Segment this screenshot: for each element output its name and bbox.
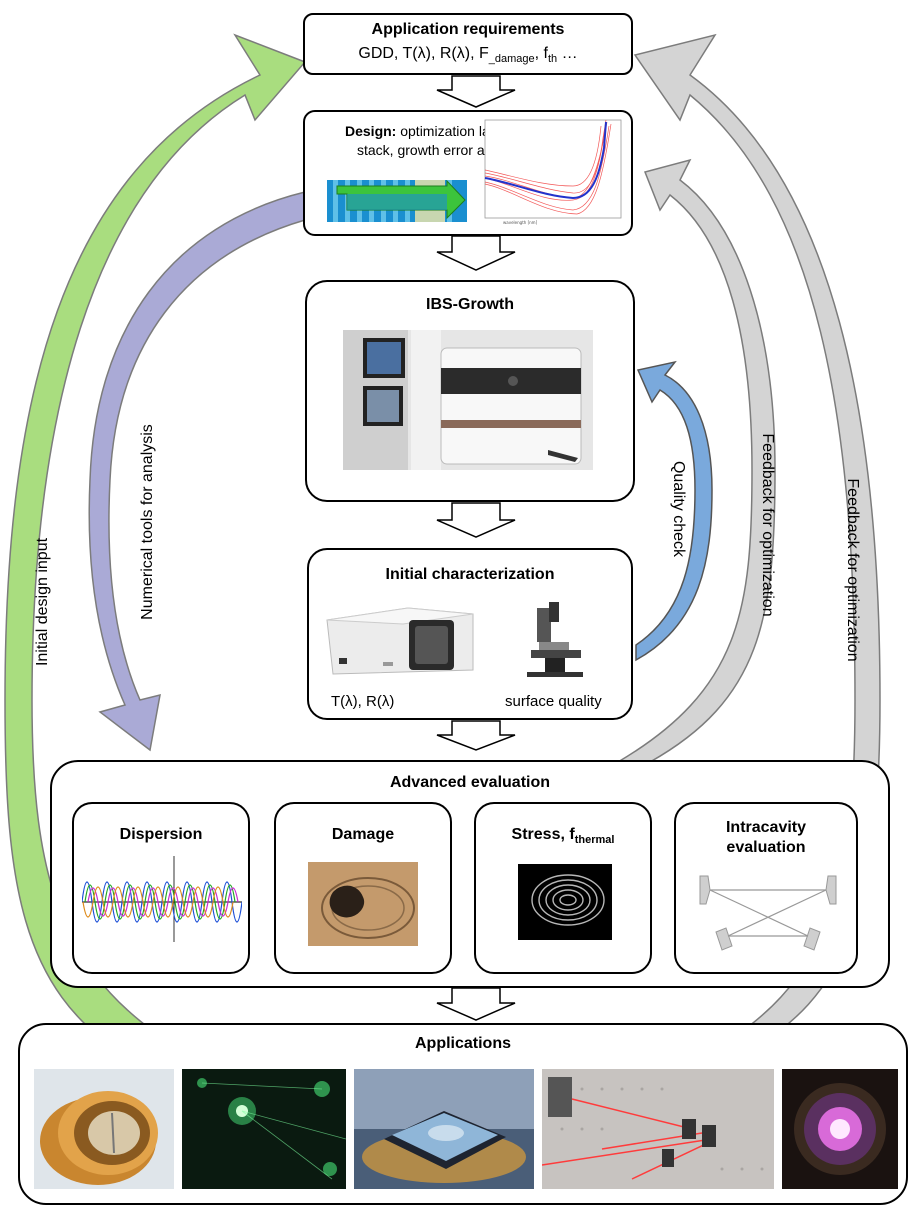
surface-quality-label: surface quality	[505, 693, 602, 710]
advanced-evaluation-box: Advanced evaluation Dispersion Damage St…	[50, 760, 890, 988]
stress-title: Stress, fthermal	[511, 826, 615, 847]
characterization-title: Initial characterization	[385, 566, 555, 583]
ibs-growth-title: IBS-Growth	[426, 296, 514, 313]
pink-plasma-photo	[782, 1069, 898, 1189]
feedback-inner-arrow	[615, 158, 776, 763]
green-laser-photo	[182, 1069, 346, 1189]
damage-title: Damage	[331, 826, 395, 843]
svg-text:wavelength [nm]: wavelength [nm]	[503, 220, 538, 225]
gdd-error-plot: wavelength [nm]	[484, 119, 622, 225]
down-arrow-1	[436, 75, 516, 108]
gdd-param: GDD,	[358, 45, 399, 62]
layer-stack-image	[327, 180, 467, 222]
dispersion-title: Dispersion	[119, 826, 203, 843]
stress-card: Stress, fthermal	[474, 802, 652, 974]
numerical-tools-arrow	[88, 191, 306, 752]
down-arrow-2	[436, 235, 516, 271]
damage-card: Damage	[274, 802, 452, 974]
numerical-tools-label: Numerical tools for analysis	[139, 424, 156, 620]
microscope-photo	[527, 602, 583, 677]
transmission-param: T(λ),	[402, 45, 436, 62]
cavity-diagram	[699, 875, 837, 951]
fth-param: fth	[543, 45, 558, 66]
gold-mount-photo	[34, 1069, 174, 1189]
ellipsis: …	[561, 45, 578, 62]
quality-check-label: Quality check	[670, 460, 687, 558]
fluence-param: F_damage,	[478, 45, 540, 66]
requirements-box: Application requirements GDD, T(λ), R(λ)…	[303, 13, 633, 75]
optical-setup-photo	[542, 1069, 774, 1189]
ibs-growth-box: IBS-Growth	[305, 280, 635, 502]
applications-title: Applications	[414, 1035, 511, 1052]
characterization-box: Initial characterization T(λ), R(λ) surf…	[307, 548, 633, 720]
advanced-evaluation-title: Advanced evaluation	[389, 774, 551, 791]
design-box: Design: optimization layer stack, growth…	[303, 110, 633, 236]
initial-design-input-label: Initial design input	[34, 537, 51, 667]
stress-interference-image	[518, 864, 612, 940]
down-arrow-4	[436, 720, 516, 751]
reflection-param: R(λ),	[439, 45, 475, 62]
damage-photo	[308, 862, 418, 946]
ibs-machine-photo	[343, 330, 593, 470]
down-arrow-5	[436, 987, 516, 1021]
dispersion-card: Dispersion	[72, 802, 250, 974]
design-text-1: optimization layer	[400, 123, 510, 139]
down-arrow-3	[436, 502, 516, 538]
requirements-title: Application requirements	[371, 21, 565, 38]
transmission-reflection-label: T(λ), R(λ)	[331, 693, 395, 710]
applications-box: Applications	[18, 1023, 908, 1205]
quality-check-arrow	[635, 360, 713, 662]
design-title: Design:	[345, 123, 397, 139]
mirror-on-coin-photo	[354, 1069, 534, 1189]
requirements-parameters: GDD, T(λ), R(λ), F_damage, fth …	[305, 45, 631, 65]
spectrometer-photo	[326, 607, 474, 675]
feedback-inner-label: Feedback for optimization	[759, 433, 776, 617]
feedback-outer-label: Feedback for optimization	[844, 478, 861, 662]
dispersion-waves-image	[82, 856, 242, 942]
